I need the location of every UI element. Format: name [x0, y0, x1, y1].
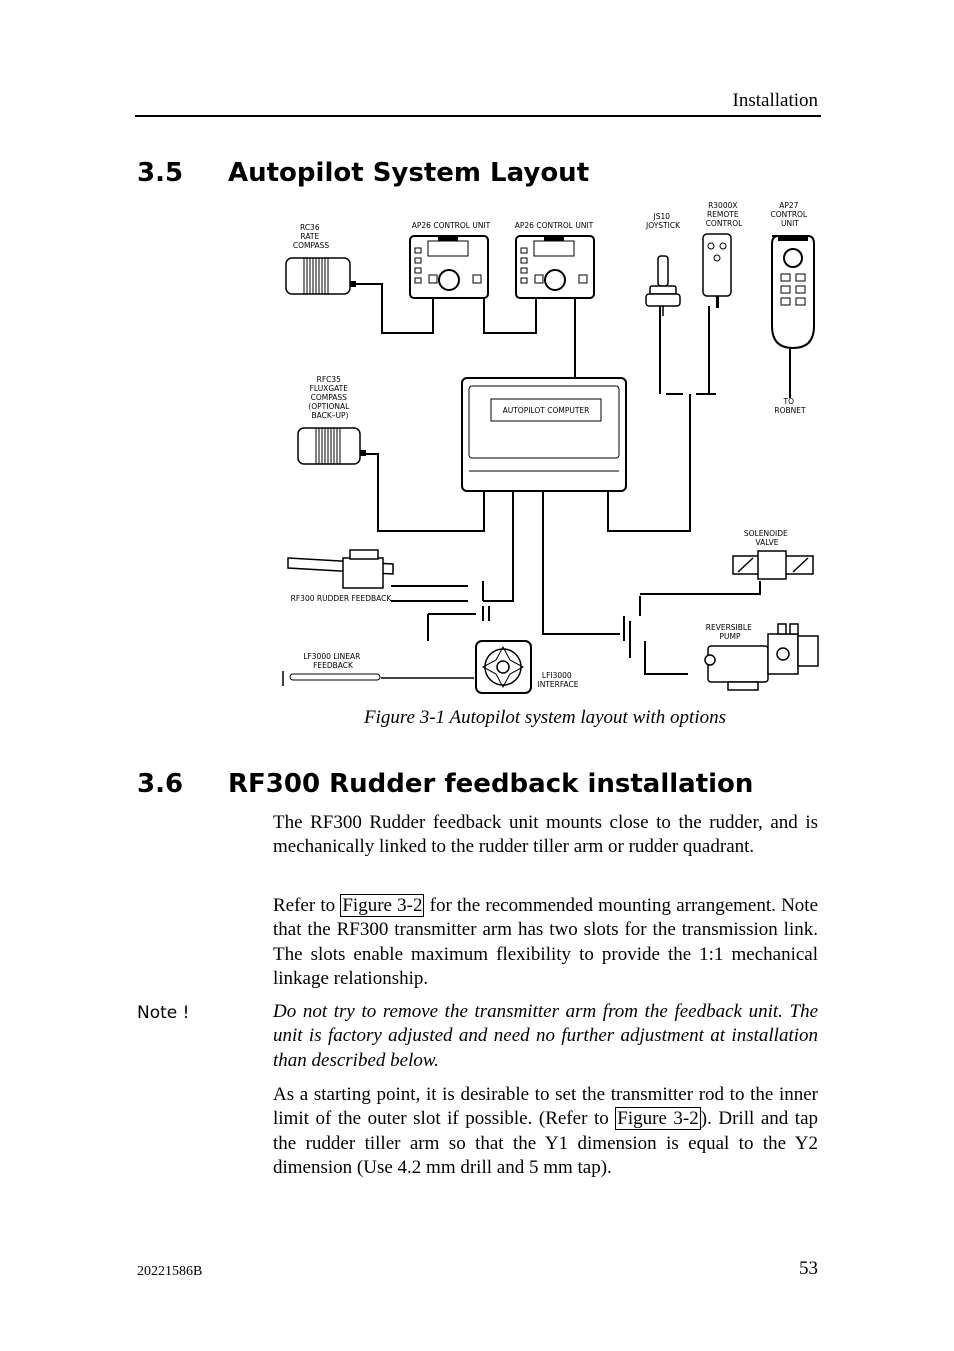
- label-ap26-b: AP26 CONTROL UNIT: [515, 221, 594, 230]
- wire-rc36-ap26: [350, 283, 434, 334]
- wire-computer-valves: [542, 491, 620, 635]
- wire-rf300-computer: [482, 491, 514, 602]
- label-ap26-a: AP26 CONTROL UNIT: [412, 221, 491, 230]
- running-header: Installation: [732, 90, 818, 111]
- label-js10: JS10 JOYSTICK: [645, 212, 681, 230]
- ap27-control-unit-icon: [771, 235, 815, 350]
- paragraph-mounting: Refer to Figure 3-2 for the recommended …: [273, 894, 818, 989]
- js10-joystick-icon: [645, 255, 681, 316]
- label-ap27: AP27 CONTROL UNIT: [770, 201, 809, 228]
- rc36-compass-icon: [285, 257, 356, 295]
- rfc35-fluxgate-compass-icon: [297, 427, 366, 465]
- paragraph-intro: The RF300 Rudder feedback unit mounts cl…: [273, 812, 818, 858]
- section-title: Autopilot System Layout: [228, 158, 590, 188]
- wire-pump: [644, 641, 688, 675]
- label-to-robnet: TO ROBNET: [774, 397, 806, 415]
- label-rf300: RF300 RUDDER FEEDBACK: [291, 594, 393, 603]
- header-rule: [135, 115, 821, 117]
- wire-joystick-remote: [659, 306, 710, 394]
- section-number: 3.5: [137, 158, 184, 188]
- label-lfi3000: LFI3000 INTERFACE: [538, 671, 579, 689]
- note-label: Note !: [137, 1003, 190, 1023]
- lf3000-linear-feedback-icon: [282, 671, 381, 686]
- figure-3-2-link[interactable]: Figure 3-2: [340, 894, 425, 917]
- page-number: 53: [799, 1258, 818, 1279]
- wire-ap26-ap26: [483, 296, 537, 334]
- figure-3-2-link[interactable]: Figure 3-2: [615, 1107, 701, 1131]
- ap26-control-unit-2: [515, 235, 595, 299]
- wire-solenoid: [639, 581, 761, 616]
- document-number: 20221586B: [137, 1264, 203, 1279]
- label-rfc35: RFC35 FLUXGATE COMPASS (OPTIONAL BACK–UP…: [308, 375, 351, 420]
- r3000x-remote-icon: [702, 233, 732, 308]
- label-solenoide-valve: SOLENOIDE VALVE: [744, 529, 790, 547]
- label-reversible-pump: REVERSIBLE PUMP: [706, 623, 754, 641]
- reversible-pump-icon: [704, 623, 819, 691]
- lfi3000-interface-icon: [475, 640, 532, 694]
- autopilot-computer-icon: [461, 377, 627, 492]
- label-r3000x: R3000X REMOTE CONTROL: [706, 201, 743, 228]
- section-heading-3-6: 3.6 RF300 Rudder feedback installation: [137, 769, 753, 799]
- label-lf3000: LF3000 LINEAR FEEDBACK: [303, 652, 362, 670]
- paragraph-starting-point: As a starting point, it is desirable to …: [273, 1084, 819, 1178]
- label-autopilot-computer: AUTOPILOT COMPUTER: [503, 406, 590, 415]
- solenoid-valve-icon: [732, 550, 814, 580]
- wire-lfi-link: [427, 613, 476, 641]
- section-heading-3-5: 3.5 Autopilot System Layout: [137, 158, 589, 188]
- wire-rfc35-computer: [359, 453, 485, 532]
- section-number: 3.6: [137, 769, 184, 799]
- wire-jb-computer: [607, 393, 716, 532]
- note-text: Do not try to remove the transmitter arm…: [273, 1001, 818, 1071]
- section-title: RF300 Rudder feedback installation: [228, 769, 754, 799]
- wire-rf300: [391, 585, 468, 602]
- ap26-control-unit-1: [409, 235, 489, 299]
- label-rc36: RC36 RATE COMPASS: [293, 223, 330, 250]
- figure-caption: Figure 3-1 Autopilot system layout with …: [363, 707, 727, 728]
- rf300-rudder-feedback-icon: [287, 549, 394, 589]
- autopilot-system-diagram: RC36 RATE COMPASS AP26 CONTROL UNIT AP26…: [282, 201, 819, 694]
